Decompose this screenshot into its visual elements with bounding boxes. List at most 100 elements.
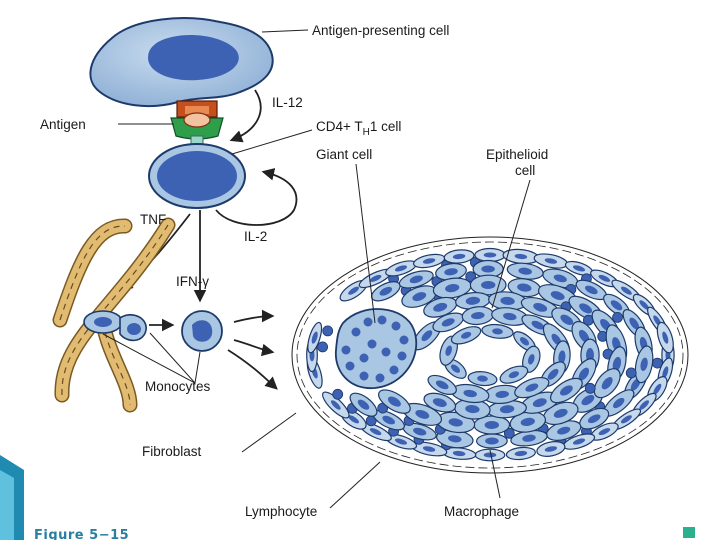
cell-nucleus [553,274,567,283]
cell-nucleus [503,312,517,321]
cell-nucleus [348,286,360,295]
cell-nucleus [369,428,382,436]
cell-nucleus [514,450,528,457]
cell-nucleus [528,354,535,365]
cell-nucleus [572,438,586,445]
cell-nucleus [477,375,488,382]
il2-label: IL-2 [244,229,267,244]
il12-arrow [229,89,262,143]
cell-nucleus [613,397,625,409]
cell-nucleus [662,366,669,379]
cell-nucleus [492,328,503,335]
cell-nucleus [532,398,547,408]
tnf-label: TNF [140,212,166,227]
cell-nucleus [432,398,447,407]
cell-nucleus [485,437,499,445]
granuloma [291,236,689,474]
cell-nucleus [394,438,408,445]
lymphocyte-label: Lymphocyte [245,504,317,519]
cell-nucleus [500,296,515,305]
cell-nucleus [653,383,662,395]
cell-nucleus [415,409,430,419]
cell-nucleus [433,302,448,312]
giant-cell-label: Giant cell [316,147,372,162]
cell-nucleus [421,330,433,342]
cell-nucleus [547,368,559,380]
cell-nucleus [448,435,462,443]
cell-nucleus [465,405,480,414]
antigen-label: Antigen [40,117,86,132]
slide-corner-square [683,527,695,538]
cell-nucleus [460,331,472,339]
cell-nucleus [484,420,499,430]
cell-nucleus [311,331,318,344]
cell-nucleus [441,318,455,327]
cell-nucleus [435,380,449,390]
cell-nucleus [612,356,622,372]
macrophage-label: Macrophage [444,504,519,519]
cell-nucleus [639,300,650,310]
giant-cell [335,308,418,389]
cell-nucleus [471,312,485,320]
cell-nucleus [525,383,539,392]
cell-nucleus [508,371,520,379]
lymphocyte-cell [503,427,515,439]
cell-nucleus [544,446,558,452]
cell-nucleus [558,350,566,364]
cell-nucleus [620,286,632,295]
apc-label: Antigen-presenting cell [312,23,449,38]
cell-nucleus [499,405,515,414]
cell-nucleus [382,415,396,425]
cell-nucleus [514,253,528,260]
cell-nucleus [533,303,548,312]
il2-arrow [215,168,298,226]
cell-nucleus [444,268,458,276]
monocyte-cells [83,310,223,352]
cell-nucleus [553,408,568,418]
macrophage-arrow-1 [233,309,275,323]
il12-label: IL-12 [272,95,303,110]
epithelioid-label-line2: cell [515,163,535,178]
cell-nucleus [639,400,650,410]
lymphocyte-cell [612,311,623,323]
cell-nucleus [413,427,427,436]
cell-nucleus [448,418,463,427]
cell-nucleus [620,415,632,424]
cell-nucleus [557,426,571,435]
macrophage-arrow-3 [227,349,278,390]
cell-nucleus [519,337,530,346]
cell-nucleus [520,417,535,427]
cell-nucleus [584,285,598,295]
lymphocyte-cell [317,341,329,353]
cell-nucleus [445,345,452,356]
cell-nucleus [409,275,423,284]
cell-nucleus [581,394,595,406]
cell-nucleus [379,286,393,296]
granuloma-cells [306,247,675,462]
cell-nucleus [598,428,611,436]
ifn-gamma-label: IFN-γ [176,274,209,289]
cell-nucleus [483,252,497,258]
cell-nucleus [394,265,408,272]
cell-nucleus [465,296,481,305]
cell-nucleus [522,434,536,442]
cell-nucleus [560,314,574,325]
cell-nucleus [452,253,466,260]
epithelioid-label-line1: Epithelioid [486,147,548,162]
cell-nucleus [662,331,669,344]
lymphocyte-cell [584,382,596,394]
cell-nucleus [463,389,477,398]
cell-nucleus [481,280,496,290]
cell-nucleus [517,283,532,292]
cell-nucleus [579,303,593,314]
cell-nucleus [629,317,640,330]
slide-accent [0,455,24,540]
monocytes-label: Monocytes [145,379,211,394]
antigen-presenting-cell [89,17,274,108]
cell-nucleus [357,399,370,410]
macrophage-arrow-2 [233,339,275,357]
figure-caption: Figure 5−15 [34,528,129,540]
cell-nucleus [450,364,461,373]
cell-nucleus [387,396,401,407]
